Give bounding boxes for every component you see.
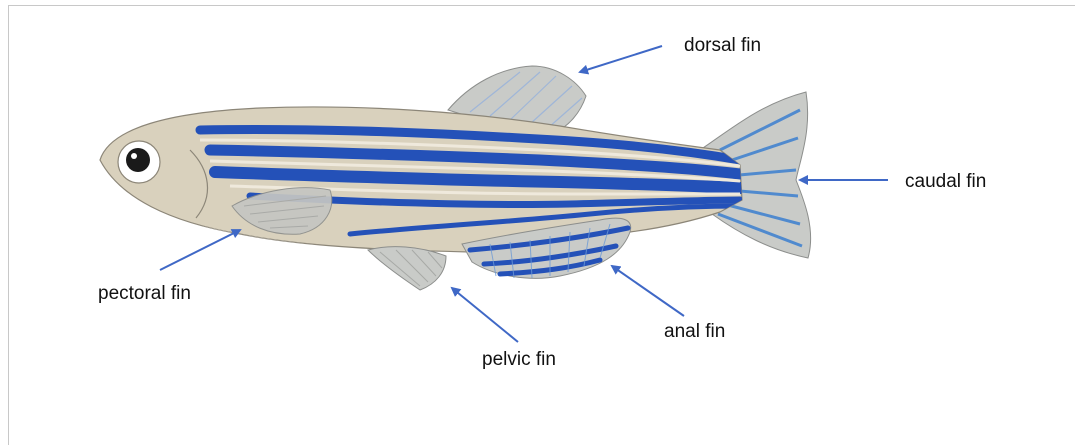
eye xyxy=(118,141,160,183)
label-pectoral-fin: pectoral fin xyxy=(98,284,191,303)
label-caudal-fin: caudal fin xyxy=(905,172,986,191)
arrow-pectoral xyxy=(160,230,240,270)
label-anal-fin: anal fin xyxy=(664,322,725,341)
pelvic-fin xyxy=(368,247,446,290)
arrow-pelvic xyxy=(452,288,518,342)
label-dorsal-fin: dorsal fin xyxy=(684,36,761,55)
arrow-anal xyxy=(612,266,684,316)
label-pelvic-fin: pelvic fin xyxy=(482,350,556,369)
arrow-dorsal xyxy=(580,46,662,72)
